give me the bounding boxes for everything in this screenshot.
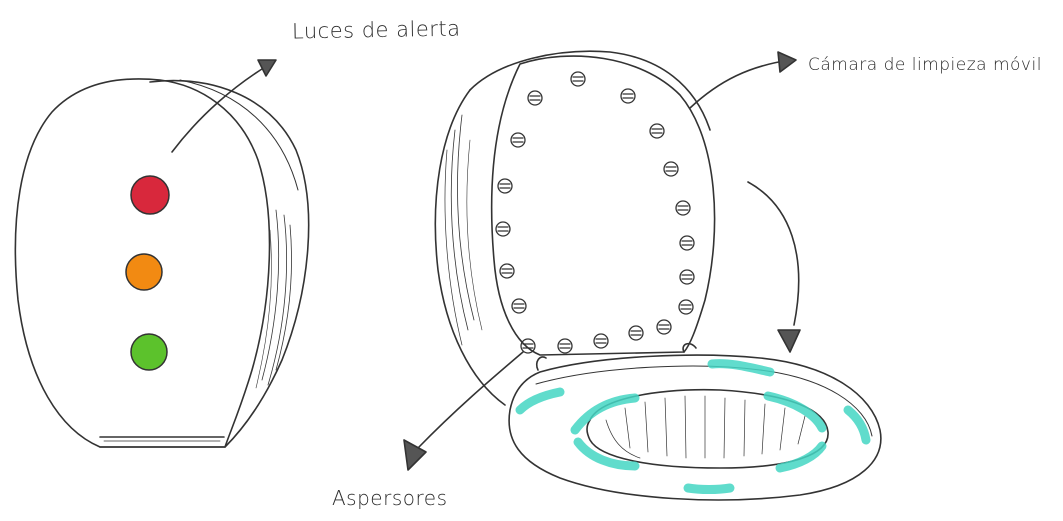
nozzle [558,339,572,353]
cleaning-chamber [435,51,714,405]
red-light [131,176,169,214]
alert-lights [126,176,169,370]
sprinklers-arrow [404,352,523,470]
nozzle [511,133,525,147]
nozzle [571,72,585,86]
nozzle [496,222,510,236]
nozzle [650,124,664,138]
green-light [131,334,167,370]
closed-lid [15,79,308,447]
nozzle [629,326,643,340]
nozzle [680,236,694,250]
nozzle [621,89,635,103]
nozzle [664,162,678,176]
nozzle [500,264,514,278]
chamber-arrow [690,52,796,108]
nozzle [676,201,690,215]
alert-lights-label: Luces de alerta [292,17,461,44]
nozzle [680,270,694,284]
nozzle [521,339,535,353]
cleaning-chamber-label: Cámara de limpieza móvil [808,55,1042,75]
nozzle [528,91,542,105]
rotation-arrow [748,182,800,352]
orange-light [126,254,162,290]
sprinkler-nozzles [496,72,694,353]
nozzle [679,300,693,314]
nozzle [498,179,512,193]
sprinklers-label: Aspersores [332,486,448,510]
nozzle [594,334,608,348]
nozzle [657,320,671,334]
toilet-seat [509,344,881,500]
nozzle [512,299,526,313]
